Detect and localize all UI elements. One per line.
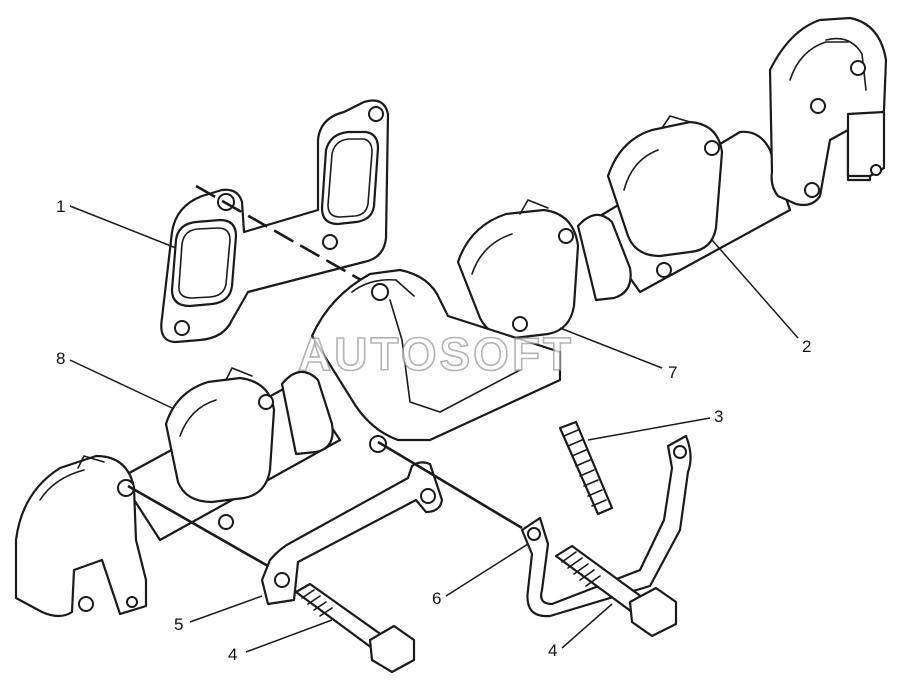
- leader-lines: [69, 205, 799, 653]
- manifold-center-body: [310, 268, 562, 453]
- manifold-rear-part-2: [576, 16, 888, 302]
- bracket-part-6: [520, 434, 692, 618]
- callout-2: 2: [802, 337, 811, 356]
- stud-part-3: [558, 420, 614, 516]
- callout-3: 3: [714, 407, 723, 426]
- gasket-part-1: [160, 99, 390, 344]
- assembly-line-gasket: [195, 184, 369, 286]
- callout-5: 5: [174, 615, 183, 634]
- assembly-line-front: [127, 484, 269, 568]
- callout-7: 7: [668, 363, 677, 382]
- callout-8: 8: [56, 349, 65, 368]
- bracket-part-5: [260, 461, 444, 606]
- callout-4-left: 4: [228, 645, 237, 664]
- callout-6: 6: [432, 589, 441, 608]
- callout-1: 1: [56, 197, 65, 216]
- bolt-part-4-right: [554, 544, 678, 638]
- manifold-front-part-8: [14, 367, 342, 618]
- callout-4-right: 4: [548, 641, 557, 660]
- assembly-line-rear: [377, 440, 523, 530]
- bolt-part-4-left: [294, 582, 416, 674]
- watermark-text: AUTOSOFT: [298, 328, 574, 380]
- center-flange-part-7: [456, 199, 580, 340]
